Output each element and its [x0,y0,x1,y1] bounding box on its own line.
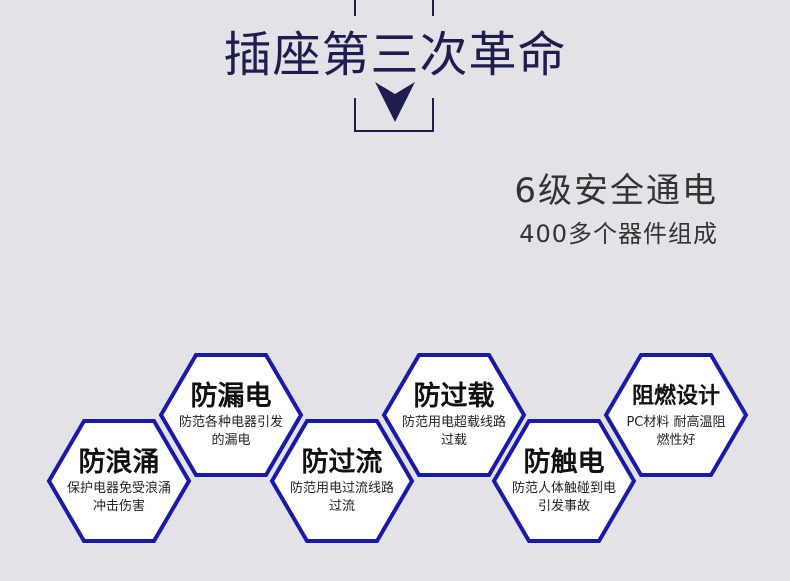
safety-level-heading: 6级安全通电 [514,171,718,211]
feature-desc: 防范用电超载线路过载 [401,415,506,448]
component-count-text: 400多个器件组成 [519,220,718,248]
feature-hex-overload: 防过载 防范用电超载线路过载 [381,352,527,478]
feature-title: 防触电 [523,447,605,478]
feature-desc: 防范各种电器引发的漏电 [178,415,283,448]
feature-title: 防过载 [413,381,495,412]
feature-desc: 防范人体触碰到电引发事故 [511,481,616,514]
feature-hex-leakage: 防漏电 防范各种电器引发的漏电 [158,352,304,478]
feature-hex-overcurrent: 防过流 防范用电过流线路过流 [269,418,415,544]
feature-title: 阻燃设计 [631,384,720,409]
feature-title: 防浪涌 [78,447,160,478]
feature-title: 防漏电 [190,381,272,412]
page-title: 插座第三次革命 [214,20,576,90]
title-frame [354,0,434,132]
feature-desc: 保护电器免受浪涌冲击伤害 [66,481,171,514]
feature-title: 防过流 [301,447,383,478]
feature-hex-shock: 防触电 防范人体触碰到电引发事故 [491,418,637,544]
feature-desc: 防范用电过流线路过流 [289,481,394,514]
feature-hex-flame-retardant: 阻燃设计 PC材料 耐高温阻燃性好 [603,352,749,478]
feature-hex-surge: 防浪涌 保护电器免受浪涌冲击伤害 [46,418,192,544]
down-arrow-icon [375,82,415,122]
feature-desc: PC材料 耐高温阻燃性好 [626,415,726,448]
